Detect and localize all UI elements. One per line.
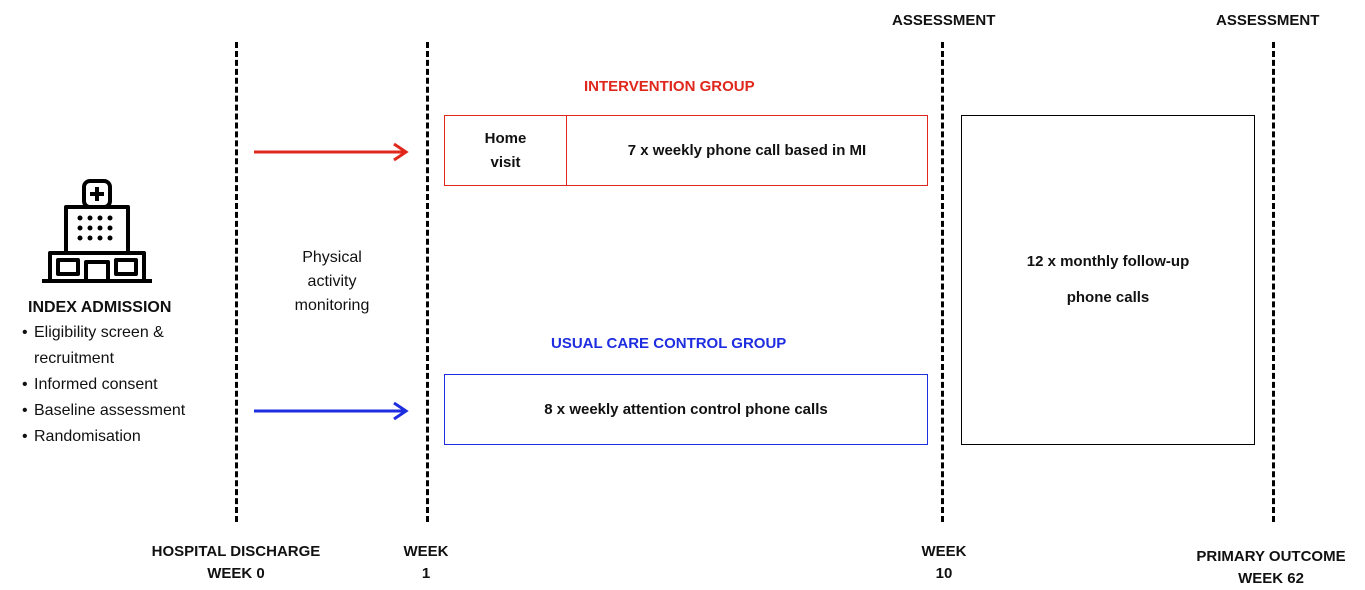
index-admission-block: INDEX ADMISSION Eligibility screen & rec… xyxy=(22,296,232,450)
home-visit-line-2: visit xyxy=(490,153,521,171)
home-visit-line-1: Home xyxy=(484,129,527,147)
followup-box: 12 x monthly follow-up phone calls xyxy=(961,115,1255,445)
timeline-line-week-1 xyxy=(426,42,429,522)
primary-outcome-label: PRIMARY OUTCOME WEEK 62 xyxy=(1176,546,1365,590)
intervention-box: Home visit 7 x weekly phone call based i… xyxy=(444,115,928,186)
timeline-line-week-10 xyxy=(941,42,944,522)
intervention-group-title: INTERVENTION GROUP xyxy=(584,78,755,95)
week-10-text: WEEK xyxy=(921,543,967,560)
intervention-arrow xyxy=(254,142,409,162)
intervention-calls: 7 x weekly phone call based in MI xyxy=(627,141,867,159)
index-admission-list: Eligibility screen & recruitment Informe… xyxy=(22,320,232,450)
assessment-label-week-10: ASSESSMENT xyxy=(892,12,996,29)
assessment-label-week-62: ASSESSMENT xyxy=(1216,12,1320,29)
hospital-discharge-label: HOSPITAL DISCHARGE WEEK 0 xyxy=(136,541,336,585)
hospital-discharge-text: HOSPITAL DISCHARGE xyxy=(151,543,321,560)
hospital-icon xyxy=(42,178,152,288)
control-arrow xyxy=(254,401,409,421)
timeline-line-discharge xyxy=(235,42,238,522)
list-item: Randomisation xyxy=(22,424,232,450)
control-box: 8 x weekly attention control phone calls xyxy=(444,374,928,445)
control-calls: 8 x weekly attention control phone calls xyxy=(544,400,828,418)
monitoring-line-1: Physical xyxy=(302,249,362,266)
monitoring-line-2: activity xyxy=(307,273,357,290)
timeline-line-week-62 xyxy=(1272,42,1275,522)
control-group-title: USUAL CARE CONTROL GROUP xyxy=(551,335,787,352)
list-item-continuation: recruitment xyxy=(34,350,115,367)
week-1-number: 1 xyxy=(421,565,431,582)
week-10-number: 10 xyxy=(935,565,953,582)
list-item: Informed consent xyxy=(22,372,232,398)
primary-outcome-text: PRIMARY OUTCOME xyxy=(1196,548,1346,565)
week-1-text: WEEK xyxy=(403,543,449,560)
followup-line-1: 12 x monthly follow-up xyxy=(1026,253,1190,270)
week-1-label: WEEK 1 xyxy=(396,541,456,585)
home-visit-cell: Home visit xyxy=(445,116,567,185)
monitoring-line-3: monitoring xyxy=(294,297,370,314)
followup-line-2: phone calls xyxy=(1066,289,1150,306)
monitoring-label: Physical activity monitoring xyxy=(262,246,402,318)
week-10-label: WEEK 10 xyxy=(914,541,974,585)
list-item: Baseline assessment xyxy=(22,398,232,424)
followup-text: 12 x monthly follow-up phone calls xyxy=(962,116,1254,492)
week-62-text: WEEK 62 xyxy=(1238,570,1304,587)
list-item: Eligibility screen & xyxy=(22,320,232,346)
index-admission-title: INDEX ADMISSION xyxy=(28,299,172,316)
week-0-text: WEEK 0 xyxy=(207,565,265,582)
